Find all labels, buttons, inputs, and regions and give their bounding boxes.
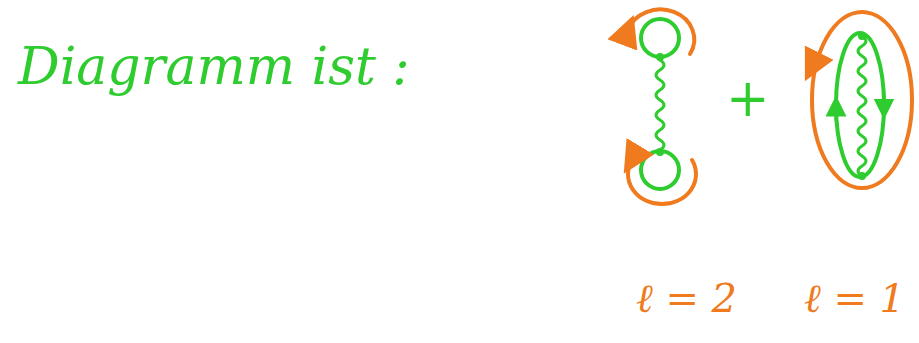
plus-sign: +: [726, 70, 770, 127]
loop-count: ℓ = 1: [804, 276, 905, 320]
loop-count: ℓ = 2: [636, 276, 737, 320]
exchange-diagram: [812, 12, 912, 188]
heading-note: Diagramm ist :: [18, 38, 410, 95]
tadpole-diagram: [628, 9, 696, 204]
